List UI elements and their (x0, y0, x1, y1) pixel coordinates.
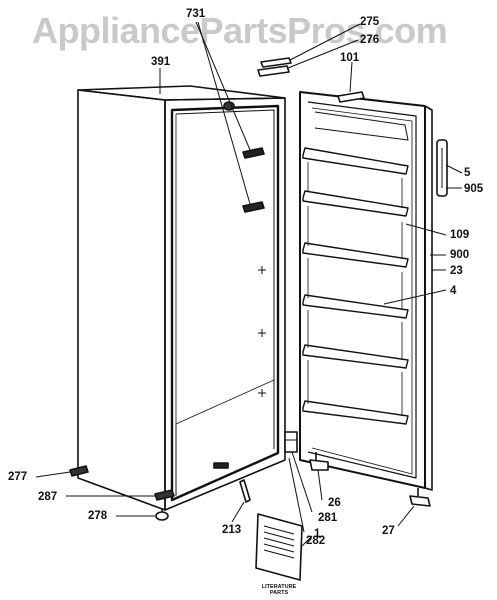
callout-4: 4 (450, 285, 457, 297)
callout-287: 287 (38, 491, 58, 503)
callout-213: 213 (222, 524, 242, 536)
callout-101: 101 (340, 52, 360, 64)
hinge-27 (409, 488, 431, 507)
callout-5: 5 (464, 167, 471, 179)
door-handle (436, 139, 448, 197)
hinge-bracket-281 (284, 431, 298, 453)
literature-parts-label: LITERATURE PARTS (261, 584, 297, 596)
callout-109: 109 (450, 229, 470, 241)
callout-26: 26 (328, 497, 341, 509)
callout-275: 275 (360, 16, 380, 28)
leveling-leg-278 (155, 508, 169, 521)
callout-900: 900 (450, 249, 470, 261)
interior-light-socket (223, 101, 235, 111)
door-shelves (302, 147, 409, 425)
callout-905: 905 (464, 183, 484, 195)
callout-276: 276 (360, 34, 380, 46)
cabinet-body (77, 85, 286, 511)
watermark-text: AppliancePartsPros.com (32, 10, 448, 51)
callout-278: 278 (88, 510, 108, 522)
leader-lines (35, 21, 463, 547)
callout-277: 277 (8, 471, 28, 483)
part-277 (69, 465, 89, 477)
floor-clip (213, 462, 229, 469)
callout-391: 391 (151, 56, 171, 68)
callout-1: 1 (314, 528, 321, 540)
screw-213 (239, 479, 251, 503)
shelf-bracket-731-lower (242, 201, 265, 213)
callout-282: 282 (306, 535, 326, 547)
callout-281: 281 (318, 512, 338, 524)
part-101 (337, 91, 365, 103)
part-287 (154, 489, 175, 501)
interior-plus-marks (258, 266, 266, 397)
hinge-pin-26 (309, 452, 329, 471)
hinge-part-275 (260, 57, 292, 68)
shelf-bracket-731-upper (242, 147, 265, 159)
callout-27: 27 (382, 525, 395, 537)
callout-731: 731 (186, 8, 206, 20)
callout-23: 23 (450, 265, 463, 277)
literature-booklet (255, 513, 303, 581)
hinge-part-276 (257, 65, 290, 77)
